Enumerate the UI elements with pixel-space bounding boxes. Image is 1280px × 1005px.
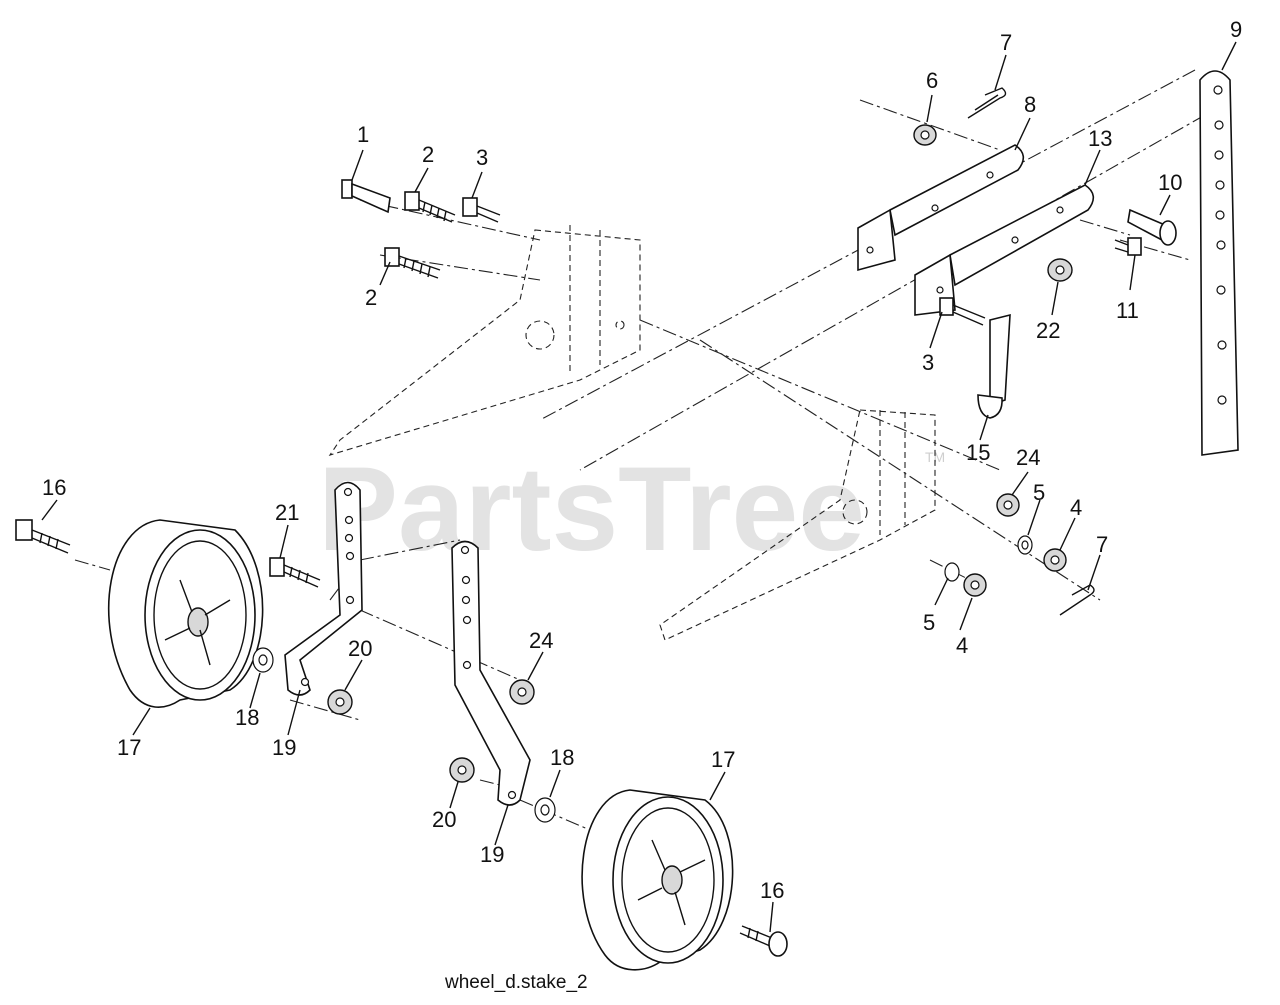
label-part-21: 21 [275,500,299,525]
label-part-24-left: 24 [529,628,553,653]
hex-bolt-3-top [462,197,501,223]
hex-bolt-16-right [739,925,788,957]
label-part-22: 22 [1036,318,1060,343]
watermark: PartsTree [318,442,865,576]
label-part-19-right: 19 [480,842,504,867]
nut-22 [1047,258,1073,282]
label-part-3-top: 3 [476,145,488,170]
label-part-24-right: 24 [1016,445,1040,470]
label-part-16-left: 16 [42,475,66,500]
washer-5-right [1017,535,1033,555]
label-part-3-mid: 3 [922,350,934,375]
stake-bracket-8 [857,144,1025,272]
washer-18-left [252,647,274,673]
washer-5-lower [944,562,960,582]
nut-20-right [449,757,475,783]
label-part-18-right: 18 [550,745,574,770]
label-part-4-right: 4 [1070,495,1082,520]
hex-bolt-21 [269,557,321,588]
tiller-frame-right [659,409,936,641]
leader-lines [41,41,1237,933]
label-part-13: 13 [1088,126,1112,151]
label-part-16-right: 16 [760,878,784,903]
nut-20-left [327,689,353,715]
hairpin-7-top [967,87,1007,119]
hex-bolt-2-lower [384,247,441,279]
label-part-8: 8 [1024,92,1036,117]
diagram-caption: wheel_d.stake_2 [444,972,588,993]
part-number-labels: 1 2 3 2 6 7 8 9 13 10 11 22 3 15 24 5 4 … [42,17,1242,903]
hex-bolt-2-top [404,191,456,223]
tiller-frame-left [328,225,641,456]
label-part-19-left: 19 [272,735,296,760]
label-part-10: 10 [1158,170,1182,195]
nut-4-lower [963,573,987,597]
nut-4-right [1043,548,1067,572]
label-part-17-right: 17 [711,747,735,772]
label-part-2-top: 2 [422,142,434,167]
label-part-11: 11 [1116,298,1139,323]
label-part-2-lower: 2 [365,285,377,310]
watermark-trademark: TM [925,449,945,465]
label-part-9: 9 [1230,17,1242,42]
clevis-pin-1 [341,179,391,214]
hex-bolt-16-left [15,519,71,554]
label-part-20-right: 20 [432,807,456,832]
drag-stake-bar [1199,70,1239,456]
nut-6 [913,124,937,146]
label-part-5-lower: 5 [923,610,935,635]
label-part-17-left: 17 [117,735,141,760]
wheel-17-right [581,789,734,971]
clevis-pin-10 [1127,208,1177,246]
lock-nut-24-right [996,493,1020,517]
hex-bolt-3-mid [939,297,986,326]
label-part-1: 1 [357,122,369,147]
wheel-bracket-19-left [284,481,363,696]
washer-18-right [534,797,556,823]
label-part-18-left: 18 [235,705,259,730]
hex-bolt-11 [1114,237,1142,256]
label-part-5-right: 5 [1033,480,1045,505]
label-part-15: 15 [966,440,990,465]
wheel-bracket-19-right [451,540,531,806]
wheel-17-left [107,519,264,708]
label-part-7-right: 7 [1096,532,1108,557]
stake-clip [977,313,1011,419]
label-part-6: 6 [926,68,938,93]
label-part-4-lower: 4 [956,633,968,658]
lock-nut-24-left [509,679,535,705]
label-part-7-top: 7 [1000,30,1012,55]
label-part-20-left: 20 [348,636,372,661]
